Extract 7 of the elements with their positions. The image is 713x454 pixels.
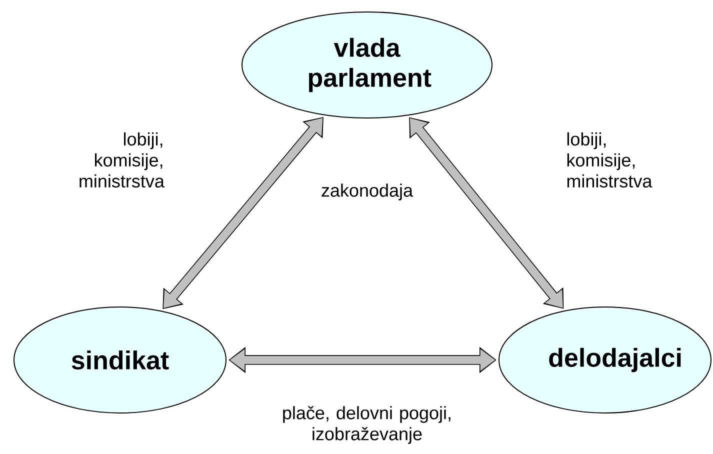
ellipse-node: vlada parlament — [242, 12, 492, 118]
edge-label: lobiji, komisije, ministrstva — [80, 132, 164, 188]
text-label: zakonodaja — [322, 184, 414, 200]
edge-label: plače, delovni pogoji, izobraževanje — [283, 406, 450, 444]
ellipse-node: delodajalci — [498, 306, 712, 414]
ellipse-node: sindikat — [14, 306, 226, 414]
edge-label: lobiji, komisije, ministrstva — [567, 132, 652, 188]
